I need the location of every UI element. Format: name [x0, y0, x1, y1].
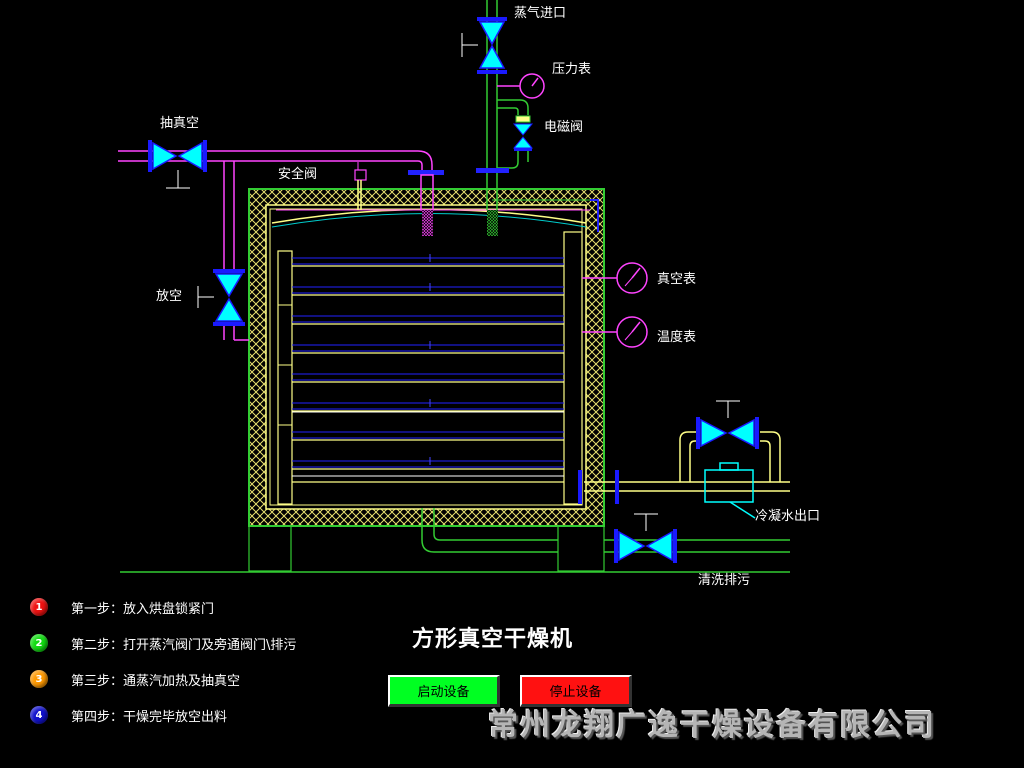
solenoid-valve-label: 电磁阀 [544, 120, 583, 135]
company-name: 常州龙翔广逸干燥设备有限公司 [488, 708, 936, 743]
drain-valve-icon[interactable] [614, 513, 677, 563]
step-2-text: 第二步：打开蒸汽阀门及旁通阀门\排污 [71, 637, 297, 653]
steam-nozzle [487, 210, 498, 236]
step-3: 3 第三步：通蒸汽加热及抽真空 [30, 668, 240, 690]
temperature-gauge-icon [582, 316, 648, 348]
step-1: 1 第一步：放入烘盘锁紧门 [30, 596, 214, 618]
steam-pipe [476, 0, 529, 210]
steam-inlet-label: 蒸气进口 [514, 5, 566, 21]
stop-button[interactable]: 停止设备 [520, 675, 632, 707]
step-1-text: 第一步：放入烘盘锁紧门 [71, 601, 215, 617]
vent-valve-icon[interactable] [197, 269, 245, 326]
condensate-outlet-label: 冷凝水出口 [755, 508, 820, 524]
step-2-badge: 2 [30, 634, 48, 652]
condensate-pipe [584, 431, 790, 519]
safety-valve-label: 安全阀 [278, 166, 317, 182]
step-3-badge: 3 [30, 670, 48, 688]
pressure-gauge-label: 压力表 [552, 62, 591, 77]
vacuum-valve-icon[interactable] [148, 140, 207, 189]
step-2: 2 第二步：打开蒸汽阀门及旁通阀门\排污 [30, 632, 296, 654]
safety-valve-icon[interactable] [354, 162, 367, 210]
vacuum-nozzle [408, 170, 444, 236]
solenoid-valve-icon[interactable] [512, 115, 534, 151]
vacuum-pipe [118, 150, 433, 341]
steam-inlet-valve-icon[interactable] [461, 17, 507, 74]
step-1-badge: 1 [30, 598, 48, 616]
pressure-gauge-icon [497, 73, 545, 99]
vacuum-gauge-label: 真空表 [657, 272, 696, 287]
bypass-valve-icon[interactable] [696, 400, 759, 449]
heating-shelves [277, 231, 583, 505]
step-4-text: 第四步：干燥完毕放空出料 [71, 709, 228, 725]
vacuum-gauge-icon [582, 262, 648, 294]
vent-label: 放空 [156, 289, 182, 304]
step-3-text: 第三步：通蒸汽加热及抽真空 [71, 673, 241, 689]
temperature-gauge-label: 温度表 [657, 329, 696, 345]
step-4-badge: 4 [30, 706, 48, 724]
flange-markers [578, 470, 619, 504]
steam-jacket-return [590, 199, 599, 232]
start-button[interactable]: 启动设备 [388, 675, 500, 707]
dryer-base [248, 523, 605, 572]
cleaning-drain-label: 清洗排污 [698, 573, 750, 588]
step-4: 4 第四步：干燥完毕放空出料 [30, 704, 227, 726]
vacuum-pump-label: 抽真空 [160, 116, 199, 131]
drain-pipe [421, 508, 790, 553]
page-title: 方形真空干燥机 [412, 627, 574, 652]
dryer-body [248, 188, 605, 527]
